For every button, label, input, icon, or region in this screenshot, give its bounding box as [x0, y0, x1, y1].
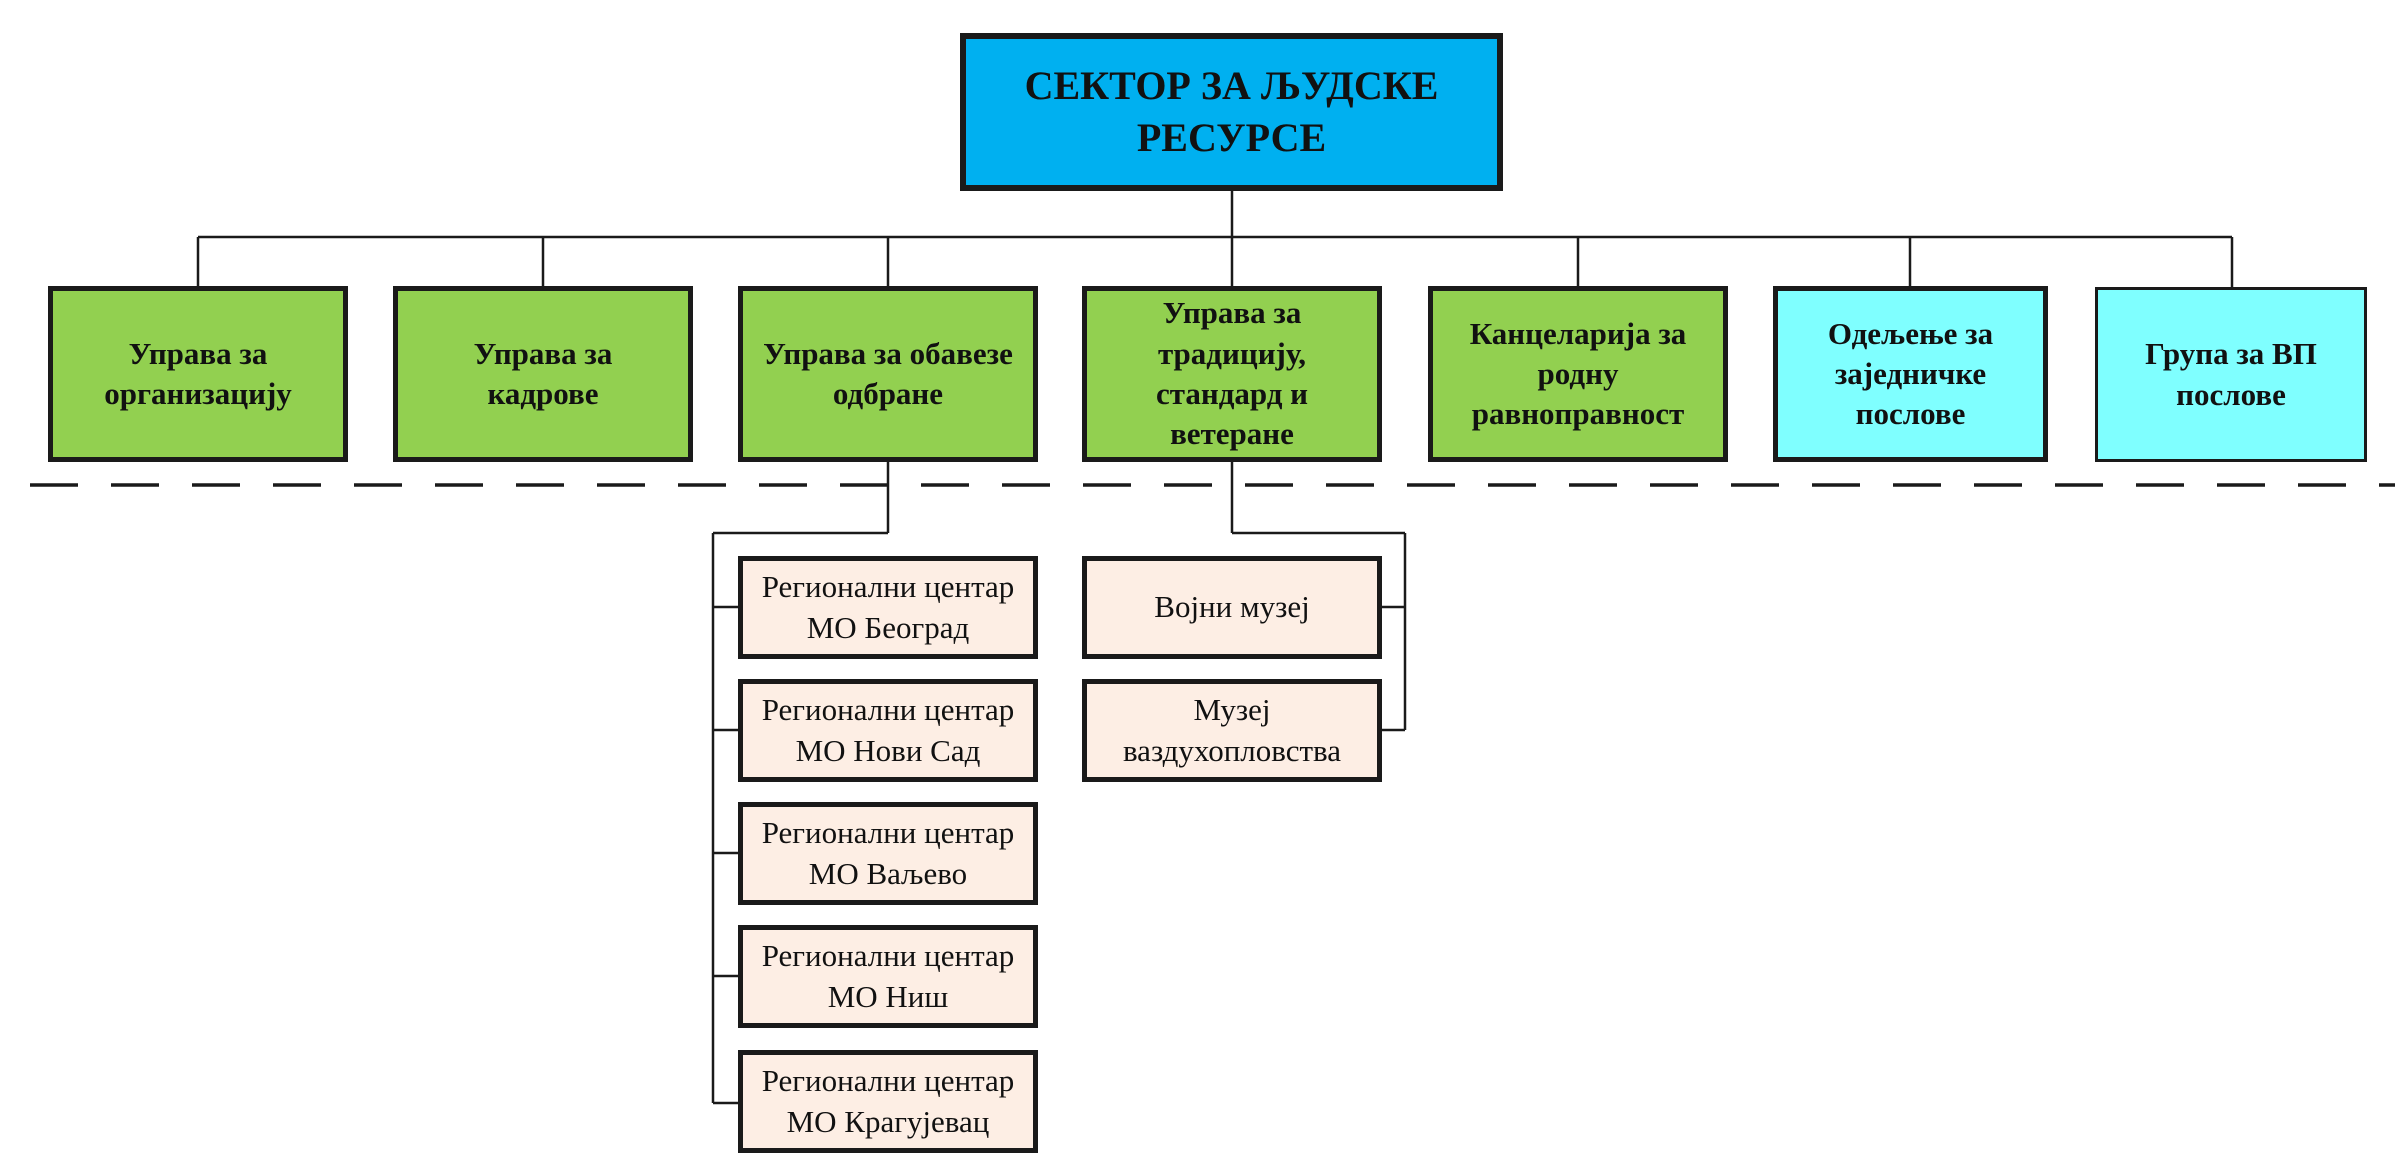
node-kancelarija-rodna-ravnopravnost: Канцеларија за родну равноправност [1428, 286, 1728, 462]
node-odeljenje-zajednicki-poslovi: Одељење за заједничке послове [1773, 286, 2048, 462]
node-rc-kragujevac: Регионални центар МО Крагујевац [738, 1050, 1038, 1153]
node-label: Регионални центар МО Ваљево [761, 815, 1015, 891]
node-grupa-vp-poslovi: Група за ВП послове [2095, 287, 2367, 462]
node-label: Управа за традицију, стандард и ветеране [1155, 295, 1309, 452]
node-label: СЕКТОР ЗА ЉУДСКЕ РЕСУРСЕ [1024, 63, 1439, 160]
node-uprava-tradicija: Управа за традицију, стандард и ветеране [1082, 286, 1382, 462]
node-label: Регионални центар МО Нови Сад [761, 692, 1015, 768]
node-label: Управа за обавезе одбране [763, 335, 1013, 411]
node-label: Регионални центар МО Београд [761, 569, 1015, 645]
node-uprava-kadrovi: Управа за кадрове [393, 286, 693, 462]
node-rc-valjevo: Регионални центар МО Ваљево [738, 802, 1038, 905]
node-muzej-vazduhoplovstva: Музеј ваздухопловства [1082, 679, 1382, 782]
node-label: Управа за организацију [104, 335, 292, 411]
node-label: Група за ВП послове [2145, 336, 2317, 412]
node-label: Канцеларија за родну равноправност [1469, 315, 1687, 432]
node-uprava-obaveze-odbrane: Управа за обавезе одбране [738, 286, 1038, 462]
node-label: Регионални центар МО Крагујевац [761, 1063, 1015, 1139]
node-label: Одељење за заједничке послове [1827, 315, 1994, 432]
node-label: Управа за кадрове [473, 335, 613, 411]
node-rc-beograd: Регионални центар МО Београд [738, 556, 1038, 659]
node-uprava-organizacija: Управа за организацију [48, 286, 348, 462]
node-rc-nis: Регионални центар МО Ниш [738, 925, 1038, 1028]
node-label: Регионални центар МО Ниш [761, 938, 1015, 1014]
node-rc-novi-sad: Регионални центар МО Нови Сад [738, 679, 1038, 782]
node-label: Музеј ваздухопловства [1122, 692, 1342, 768]
node-label: Војни музеј [1154, 589, 1310, 625]
node-sector-human-resources: СЕКТОР ЗА ЉУДСКЕ РЕСУРСЕ [960, 33, 1503, 191]
node-vojni-muzej: Војни музеј [1082, 556, 1382, 659]
